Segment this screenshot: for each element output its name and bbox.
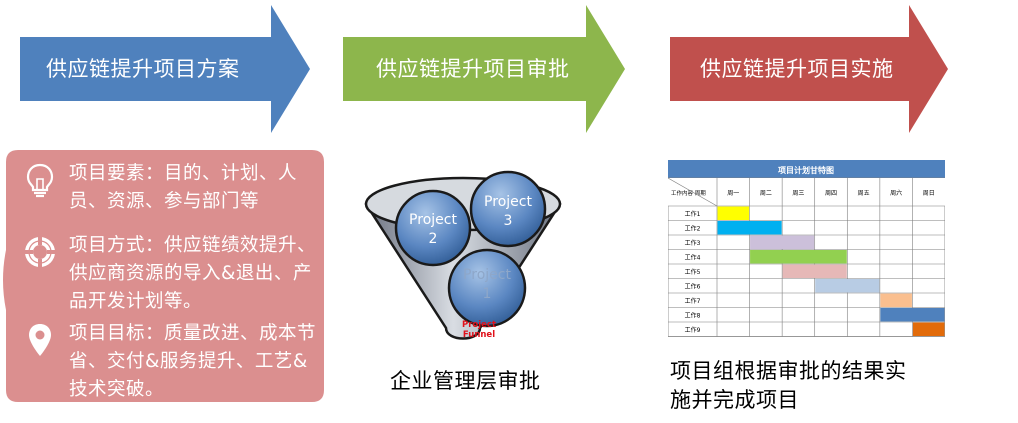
- gantt-row-label: 工作5: [685, 268, 701, 276]
- gantt-column-header: 周三: [792, 190, 804, 197]
- project-ball-2: Project 2: [394, 189, 472, 267]
- lightbulb-icon: [22, 162, 58, 198]
- arrow-plan-shape: [20, 5, 310, 133]
- gantt-column-header: 周四: [825, 190, 837, 197]
- arrow-plan-label: 供应链提升项目方案: [46, 57, 240, 81]
- gantt-row-label: 工作9: [685, 326, 701, 334]
- panel-item-goals-text: 项目目标：质量改进、成本节省、交付&服务提升、工艺&技术突破。: [69, 323, 317, 400]
- panel-item-goals: 项目目标：质量改进、成本节省、交付&服务提升、工艺&技术突破。: [22, 320, 322, 404]
- gantt-task-bar: [815, 279, 880, 293]
- gantt-header-row: [668, 178, 945, 206]
- gantt-task-bar: [782, 264, 847, 278]
- project-funnel: Project 1 Project 2 Project 3 Project Fu…: [362, 160, 564, 350]
- gantt-column-header: 周六: [890, 189, 902, 197]
- svg-text:3: 3: [504, 213, 513, 229]
- gantt-row-label: 工作7: [685, 297, 701, 305]
- gantt-row-label: 工作6: [685, 282, 701, 290]
- gantt-title: 项目计划甘特图: [778, 165, 834, 175]
- svg-text:Project: Project: [463, 267, 511, 283]
- location-pin-icon: [22, 322, 58, 358]
- gantt-row-label: 工作3: [685, 239, 701, 247]
- gantt-task-bar: [880, 308, 945, 322]
- gantt-task-bar: [880, 293, 912, 307]
- caption-implementation-line2: 施并完成项目: [670, 388, 799, 412]
- lifebuoy-icon: [22, 234, 58, 270]
- gantt-row-label: 工作1: [685, 210, 701, 218]
- gantt-row-label: 工作4: [685, 253, 701, 261]
- arrow-plan: 供应链提升项目方案: [20, 5, 310, 133]
- svg-text:Project: Project: [409, 212, 457, 228]
- caption-implementation-line1: 项目组根据审批的结果实: [670, 359, 907, 383]
- gantt-row-label: 工作2: [685, 224, 701, 232]
- arrow-approval-shape: [343, 5, 625, 133]
- panel-item-elements: 项目要素：目的、计划、人员、资源、参与部门等: [22, 160, 322, 220]
- gantt-chart: 项目计划甘特图 工作内容 周期 周一 周二 周三 周四 周五 周六 周日工作1 工作2 工作3 工作…: [667, 160, 946, 338]
- project-ball-1: Project 1: [447, 248, 527, 328]
- gantt-row-label: 工作8: [685, 311, 701, 319]
- gantt-task-bar: [717, 206, 750, 220]
- gantt-task-bar: [750, 250, 847, 264]
- gantt-task-bar: [912, 322, 945, 336]
- arrow-approval-label: 供应链提升项目审批: [376, 57, 570, 81]
- gantt-column-header: 周五: [858, 190, 870, 197]
- arrow-implementation: 供应链提升项目实施: [670, 5, 948, 133]
- funnel-label-line2: Funnel: [463, 330, 495, 340]
- funnel-label-line1: Project: [462, 320, 496, 330]
- gantt-task-bar: [717, 221, 782, 235]
- panel-item-method-text: 项目方式：供应链绩效提升、供应商资源的导入&退出、产品开发计划等。: [69, 235, 317, 312]
- gantt-corner-label: 工作内容 周期: [671, 189, 706, 197]
- gantt-column-header: 周一: [727, 190, 739, 197]
- project-ball-3: Project 3: [469, 170, 547, 248]
- svg-text:Project: Project: [484, 194, 532, 210]
- panel-item-method: 项目方式：供应链绩效提升、供应商资源的导入&退出、产品开发计划等。: [22, 232, 322, 316]
- arrow-approval: 供应链提升项目审批: [343, 5, 625, 133]
- arrow-implementation-shape: [670, 5, 948, 133]
- caption-approval: 企业管理层审批: [390, 369, 541, 393]
- panel-item-elements-text: 项目要素：目的、计划、人员、资源、参与部门等: [69, 163, 298, 212]
- svg-text:1: 1: [483, 286, 492, 302]
- project-elements-panel: 项目要素：目的、计划、人员、资源、参与部门等 项目方式：供应链绩效提升、供应商资…: [0, 150, 330, 402]
- arrow-implementation-label: 供应链提升项目实施: [700, 57, 894, 81]
- gantt-task-bar: [750, 235, 815, 249]
- gantt-title-bar: [668, 160, 945, 178]
- gantt-corner-diagonal: [667, 177, 718, 207]
- gantt-column-header: 周日: [923, 190, 935, 197]
- gantt-column-header: 周二: [760, 190, 772, 197]
- svg-text:2: 2: [429, 231, 438, 247]
- funnel-graphic: Project 1 Project 2 Project 3 Project Fu…: [364, 170, 562, 340]
- panel-background: [3, 150, 324, 402]
